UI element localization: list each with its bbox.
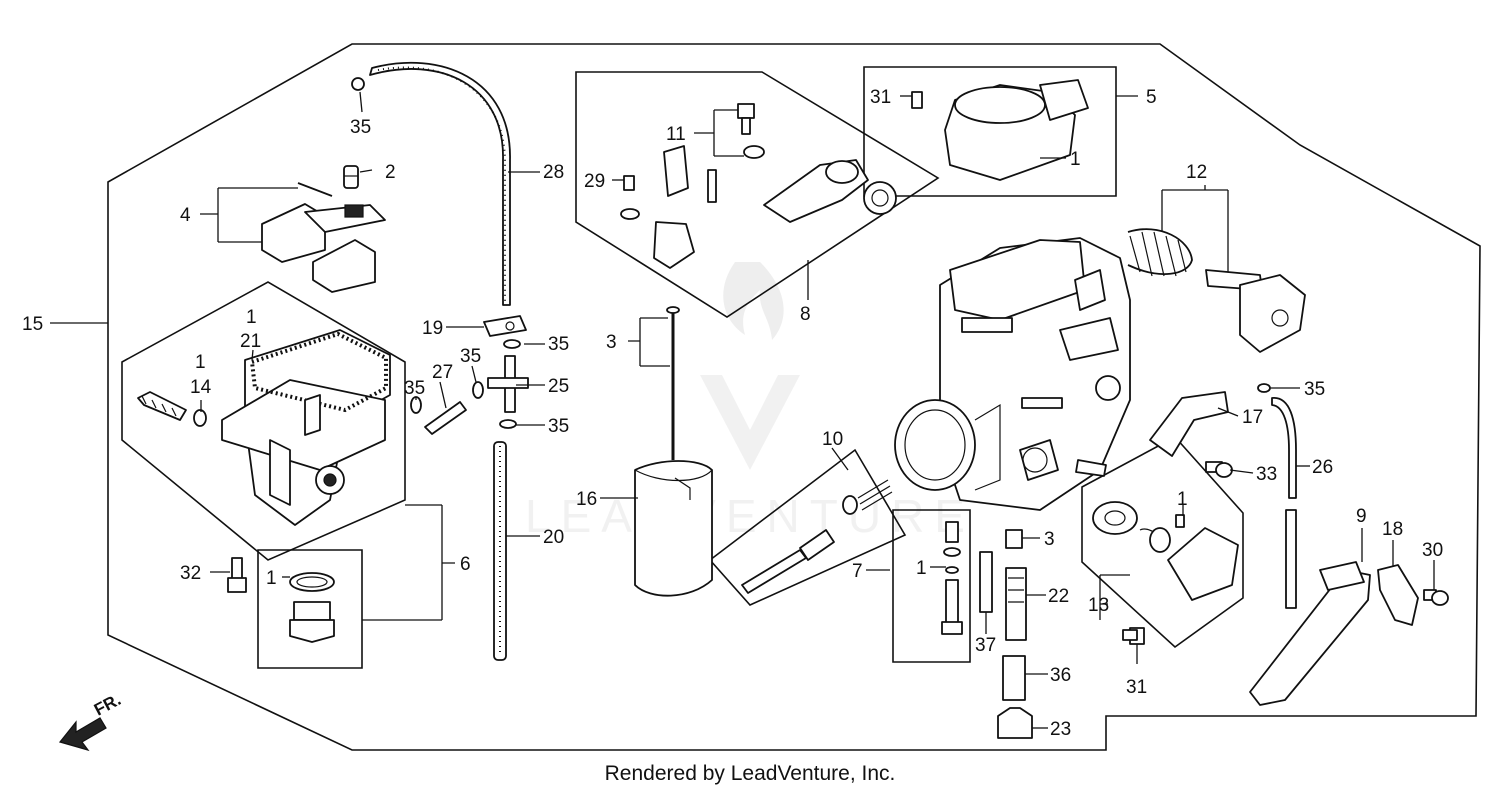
callout-1[interactable]: 1 <box>916 558 927 579</box>
jet-group-outline <box>892 509 971 663</box>
callout-22[interactable]: 22 <box>1048 586 1069 607</box>
air-screw-14 <box>137 391 207 427</box>
callout-25[interactable]: 25 <box>548 376 569 397</box>
callout-5[interactable]: 5 <box>1146 87 1157 108</box>
callout-29[interactable]: 29 <box>584 171 605 192</box>
screw-31-lower <box>1122 629 1138 641</box>
callout-35[interactable]: 35 <box>548 334 569 355</box>
hose-holder-19 <box>483 315 527 337</box>
callout-37[interactable]: 37 <box>975 635 996 656</box>
fuel-hose-28 <box>369 61 511 306</box>
callout-35[interactable]: 35 <box>548 416 569 437</box>
callout-27[interactable]: 27 <box>432 362 453 383</box>
callout-20[interactable]: 20 <box>543 527 564 548</box>
callout-1[interactable]: 1 <box>1177 489 1188 510</box>
callout-labels: 15 35 2 28 4 1 21 1 14 19 35 35 35 27 25… <box>22 87 1443 740</box>
callout-11[interactable]: 11 <box>666 124 686 145</box>
callout-17[interactable]: 17 <box>1242 407 1263 428</box>
throttle-stop-group-outline <box>708 448 907 606</box>
throttle-stop-10 <box>741 479 893 594</box>
jet-37 <box>979 551 993 613</box>
hose-clip-35-top <box>351 77 365 91</box>
callout-28[interactable]: 28 <box>543 162 564 183</box>
callout-35[interactable]: 35 <box>350 117 371 138</box>
callout-10[interactable]: 10 <box>822 429 843 450</box>
pipe-27 <box>424 401 467 435</box>
vent-tube-20 <box>493 441 507 661</box>
callout-13[interactable]: 13 <box>1088 595 1109 616</box>
assembly-outline <box>107 43 1481 751</box>
callout-21[interactable]: 21 <box>240 331 261 352</box>
callout-19[interactable]: 19 <box>422 318 443 339</box>
callout-14[interactable]: 14 <box>190 377 212 398</box>
float-valve-2 <box>343 165 359 189</box>
footer-credit: Rendered by LeadVenture, Inc. <box>604 762 896 785</box>
top-cover-group-outline <box>863 66 1117 197</box>
callout-31[interactable]: 31 <box>870 87 891 108</box>
drain-hose-26 <box>1271 397 1297 609</box>
main-jet-3b <box>1005 529 1023 549</box>
callout-3[interactable]: 3 <box>1044 529 1055 550</box>
callout-33[interactable]: 33 <box>1256 464 1277 485</box>
callout-35[interactable]: 35 <box>1304 379 1325 400</box>
callout-35[interactable]: 35 <box>404 378 425 399</box>
top-cover-5 <box>911 79 1089 181</box>
t-joint-25 <box>487 355 529 413</box>
callout-4[interactable]: 4 <box>180 205 191 226</box>
callout-1[interactable]: 1 <box>195 352 206 373</box>
float-chamber-group-outline <box>121 281 406 561</box>
link-arm-parts <box>620 103 897 269</box>
callout-31[interactable]: 31 <box>1126 677 1147 698</box>
callout-6[interactable]: 6 <box>460 554 471 575</box>
callout-18[interactable]: 18 <box>1382 519 1403 540</box>
front-direction-arrow: FR. <box>58 690 124 752</box>
jet-needle-3 <box>666 306 680 460</box>
cable-bracket-9 <box>1249 561 1371 706</box>
callout-12[interactable]: 12 <box>1186 162 1207 183</box>
front-direction-label: FR. <box>91 690 124 720</box>
float-4 <box>261 182 386 293</box>
leader-lines <box>50 91 1435 729</box>
jet-36 <box>1002 655 1026 701</box>
callout-1[interactable]: 1 <box>246 307 257 328</box>
float-chamber-body <box>221 329 391 526</box>
callout-1[interactable]: 1 <box>266 568 277 589</box>
callout-16[interactable]: 16 <box>576 489 597 510</box>
carburetor-body <box>894 237 1131 511</box>
throttle-drum-12 <box>1127 228 1306 353</box>
callout-32[interactable]: 32 <box>180 563 201 584</box>
callout-15[interactable]: 15 <box>22 314 43 335</box>
plate-18 <box>1377 564 1419 626</box>
callout-7[interactable]: 7 <box>852 561 863 582</box>
callout-36[interactable]: 36 <box>1050 665 1071 686</box>
drain-plug-6 <box>289 572 335 643</box>
callout-1[interactable]: 1 <box>1070 149 1081 170</box>
link-arm-group-outline <box>575 71 940 318</box>
drain-screw-23 <box>997 707 1033 739</box>
needle-jet-22 <box>1005 567 1027 641</box>
bolt-30 <box>1423 589 1449 606</box>
drain-group-outline <box>257 549 363 669</box>
callout-2[interactable]: 2 <box>385 162 396 183</box>
callout-35[interactable]: 35 <box>460 346 481 367</box>
accelerator-pump-13 <box>1092 501 1239 645</box>
jet-group-7 <box>941 521 963 635</box>
throttle-slide-16 <box>634 460 713 597</box>
callout-9[interactable]: 9 <box>1356 506 1367 527</box>
bolt-33 <box>1205 461 1233 478</box>
callout-26[interactable]: 26 <box>1312 457 1333 478</box>
callout-3[interactable]: 3 <box>606 332 617 353</box>
callout-8[interactable]: 8 <box>800 304 811 325</box>
callout-30[interactable]: 30 <box>1422 540 1443 561</box>
callout-23[interactable]: 23 <box>1050 719 1071 740</box>
drain-bolt-32 <box>227 557 247 593</box>
